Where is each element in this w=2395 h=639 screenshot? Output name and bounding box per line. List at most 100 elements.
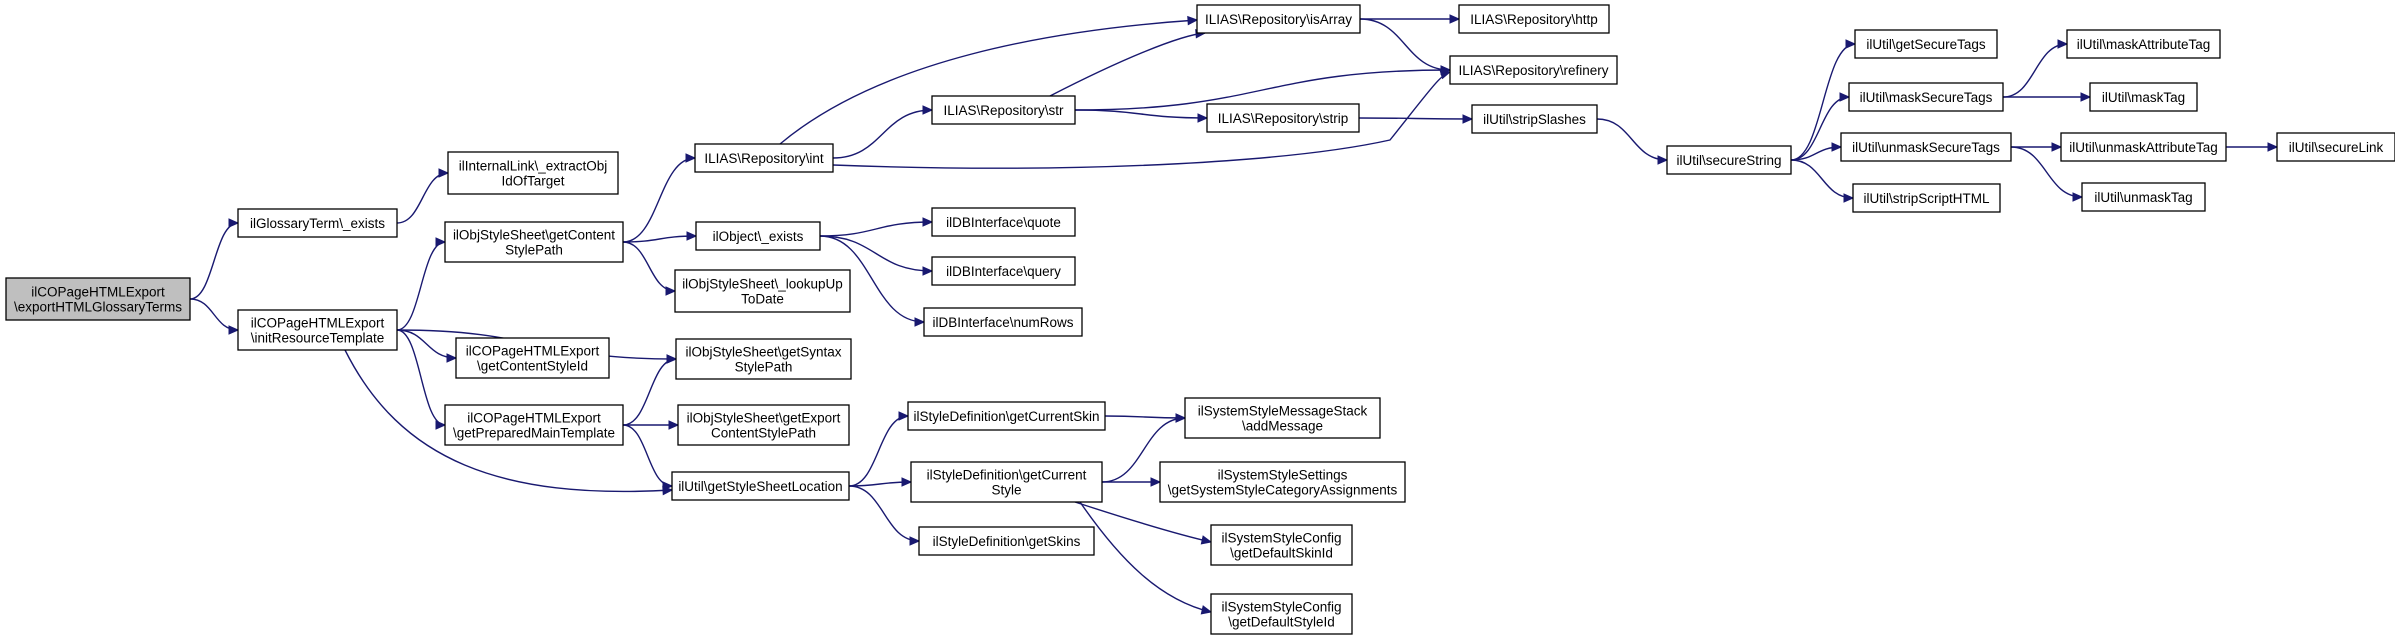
node-box <box>1210 593 1353 635</box>
node-box <box>237 208 398 238</box>
node-label-line: ilUtil\stripSlashes <box>1483 112 1586 127</box>
edge-root-to-initRes <box>189 298 239 331</box>
node-box <box>2276 132 2395 162</box>
node-label-line: ilUtil\unmaskAttributeTag <box>2069 140 2218 155</box>
node-maskSecureTags[interactable]: ilUtil\maskSecureTags <box>1848 82 2004 112</box>
node-label-line: ContentStylePath <box>711 426 816 441</box>
edge-stripSlashes-to-secureString <box>1596 118 1668 161</box>
node-box <box>5 277 191 321</box>
node-secureLink[interactable]: ilUtil\secureLink <box>2276 132 2395 162</box>
node-dbQuote[interactable]: ilDBInterface\quote <box>931 207 1076 237</box>
node-getSkins[interactable]: ilStyleDefinition\getSkins <box>918 526 1095 556</box>
node-glossExists[interactable]: ilGlossaryTerm\_exists <box>237 208 398 238</box>
node-repoRefinery[interactable]: ILIAS\Repository\refinery <box>1449 55 1618 85</box>
node-root[interactable]: ilCOPageHTMLExport\exportHTMLGlossaryTer… <box>5 277 191 321</box>
node-currentSkin[interactable]: ilStyleDefinition\getCurrentSkin <box>907 401 1106 431</box>
node-label-line: ILIAS\Repository\int <box>704 151 824 166</box>
edge-arrowhead <box>446 353 458 363</box>
node-stripScriptHTML[interactable]: ilUtil\stripScriptHTML <box>1852 183 2001 213</box>
node-label-line: ilSystemStyleConfig <box>1221 531 1341 546</box>
node-box <box>694 143 834 173</box>
node-getSecureTags[interactable]: ilUtil\getSecureTags <box>1854 29 1998 59</box>
node-repoStr[interactable]: ILIAS\Repository\str <box>931 95 1076 125</box>
node-addMessage[interactable]: ilSystemStyleMessageStack\addMessage <box>1184 397 1381 439</box>
node-box <box>1854 29 1998 59</box>
node-repoStrip[interactable]: ILIAS\Repository\strip <box>1206 103 1360 133</box>
node-label-line: ilStyleDefinition\getCurrentSkin <box>913 409 1099 424</box>
node-label-line: ilUtil\stripScriptHTML <box>1863 191 1990 206</box>
edge-arrowhead <box>1187 15 1199 26</box>
edge-root-to-glossExists <box>189 222 239 300</box>
node-exportContentStylePath[interactable]: ilObjStyleSheet\getExportContentStylePat… <box>677 404 850 446</box>
node-label-line: ilObjStyleSheet\getExport <box>687 411 841 426</box>
node-label-line: \getSystemStyleCategoryAssignments <box>1168 483 1398 498</box>
node-styleSheetLocation[interactable]: ilUtil\getStyleSheetLocation <box>671 471 850 501</box>
node-label-line: ilDBInterface\numRows <box>932 315 1073 330</box>
node-getPreparedMain[interactable]: ilCOPageHTMLExport\getPreparedMainTempla… <box>444 404 624 446</box>
node-maskTag[interactable]: ilUtil\maskTag <box>2089 82 2198 112</box>
node-box <box>923 307 1083 337</box>
node-label-line: \initResourceTemplate <box>251 331 385 346</box>
edge-arrowhead <box>665 286 677 296</box>
edge-currentStyle-to-addMessage <box>1101 417 1186 483</box>
node-label-line: ilSystemStyleSettings <box>1218 468 1348 483</box>
node-label-line: ilUtil\unmaskTag <box>2094 190 2192 205</box>
nodes-layer: ilCOPageHTMLExport\exportHTMLGlossaryTer… <box>5 4 2395 635</box>
edge-getContentStylePath-to-repoInt <box>622 157 696 243</box>
node-label-line: StylePath <box>505 243 563 258</box>
edge-repoStrip-to-stripSlashes <box>1358 117 1473 120</box>
node-label-line: ilSystemStyleMessageStack <box>1198 404 1368 419</box>
node-maskAttributeTag[interactable]: ilUtil\maskAttributeTag <box>2066 29 2221 59</box>
node-unmaskSecureTags[interactable]: ilUtil\unmaskSecureTags <box>1840 132 2012 162</box>
node-box <box>444 221 624 263</box>
node-label-line: ToDate <box>741 292 784 307</box>
node-categoryAssign[interactable]: ilSystemStyleSettings\getSystemStyleCate… <box>1159 461 1406 503</box>
edge-arrowhead <box>666 354 678 364</box>
node-objExists[interactable]: ilObject\_exists <box>695 221 821 251</box>
node-box <box>2066 29 2221 59</box>
node-box <box>918 526 1095 556</box>
edge-arrowhead <box>685 153 697 163</box>
node-label-line: \getDefaultSkinId <box>1230 546 1333 561</box>
edge-arrowhead <box>1831 142 1843 152</box>
node-dbQuery[interactable]: ilDBInterface\query <box>931 256 1076 286</box>
node-box <box>2081 182 2206 212</box>
node-repoInt[interactable]: ILIAS\Repository\int <box>694 143 834 173</box>
edge-arrowhead <box>668 420 680 430</box>
edge-glossExists-to-extractObj <box>396 172 449 224</box>
node-getContentStyleId[interactable]: ilCOPageHTMLExport\getContentStyleId <box>455 337 610 379</box>
edge-maskSecureTags-to-maskAttributeTag <box>2002 43 2068 98</box>
edge-arrowhead <box>922 217 934 227</box>
edge-arrowhead <box>901 477 913 487</box>
node-box <box>1471 104 1598 134</box>
node-box <box>907 401 1106 431</box>
node-label-line: ilUtil\maskAttributeTag <box>2077 37 2211 52</box>
node-unmaskTag[interactable]: ilUtil\unmaskTag <box>2081 182 2206 212</box>
edge-arrowhead <box>1449 14 1461 24</box>
node-label-line: IdOfTarget <box>501 174 564 189</box>
node-dbNumRows[interactable]: ilDBInterface\numRows <box>923 307 1083 337</box>
node-unmaskAttributeTag[interactable]: ilUtil\unmaskAttributeTag <box>2060 132 2227 162</box>
node-repoHttp[interactable]: ILIAS\Repository\http <box>1458 4 1610 34</box>
node-secureString[interactable]: ilUtil\secureString <box>1666 145 1792 175</box>
edge-initRes-to-getContentStylePath <box>396 241 446 331</box>
node-initRes[interactable]: ilCOPageHTMLExport\initResourceTemplate <box>237 309 398 351</box>
edge-arrowhead <box>909 536 921 546</box>
node-repoIsArray[interactable]: ILIAS\Repository\isArray <box>1196 4 1361 34</box>
edge-objExists-to-dbNumRows <box>819 235 925 323</box>
edge-arrowhead <box>435 237 447 247</box>
node-box <box>2060 132 2227 162</box>
node-stripSlashes[interactable]: ilUtil\stripSlashes <box>1471 104 1598 134</box>
node-defaultSkinId[interactable]: ilSystemStyleConfig\getDefaultSkinId <box>1210 524 1353 566</box>
edge-currentStyle-to-defaultSkinId <box>1074 501 1212 543</box>
edge-getContentStylePath-to-lookupUpToDate <box>622 241 676 292</box>
node-label-line: ilSystemStyleConfig <box>1221 600 1341 615</box>
node-defaultStyleId[interactable]: ilSystemStyleConfig\getDefaultStyleId <box>1210 593 1353 635</box>
node-label-line: ilObjStyleSheet\getContent <box>453 228 615 243</box>
edge-arrowhead <box>922 105 934 115</box>
